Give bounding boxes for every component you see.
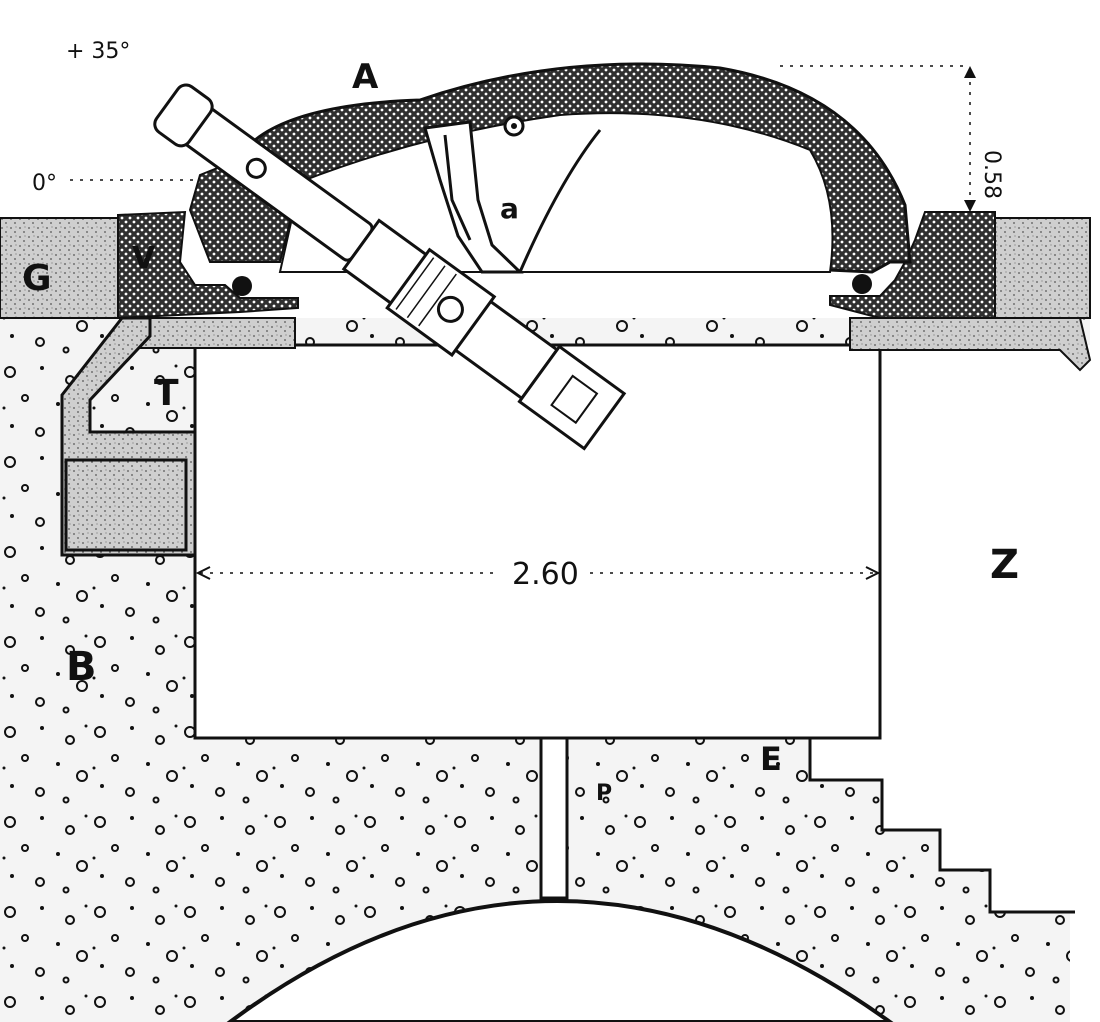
collar-left: [117, 210, 299, 320]
label-glacis: G: [22, 258, 52, 299]
label-body: B: [66, 644, 97, 690]
stepped-wall: [808, 738, 1075, 914]
label-arc: a: [500, 192, 519, 225]
interior-curve: [518, 129, 602, 273]
gun-chamber: [193, 343, 882, 740]
gun-ring: [245, 157, 267, 179]
roller-left: [232, 276, 252, 296]
vault-arch: [226, 899, 894, 1022]
elevation-max-label: + 35°: [66, 39, 130, 64]
label-mark: P: [596, 781, 612, 806]
width-arrow-right: [865, 566, 881, 580]
label-cupola: A: [352, 57, 379, 97]
gun-breech-handle: [550, 374, 599, 425]
drain-pipe: [539, 736, 569, 900]
cupola-interior: [278, 112, 834, 273]
support-block: [64, 458, 188, 552]
glacis-block-right: [994, 217, 1091, 319]
width-dimension-label: 2.60: [512, 557, 579, 592]
label-collar: V: [132, 241, 156, 276]
width-arrow-left: [195, 566, 211, 580]
elevation-zero-label: 0°: [32, 171, 57, 196]
elevation-arc-inner: [443, 134, 472, 241]
gun-muzzle: [153, 83, 214, 148]
roller-right: [852, 274, 872, 294]
bearing-plate-right: [849, 317, 1092, 372]
label-ring: T: [154, 373, 179, 414]
label-step: E: [760, 740, 782, 778]
glacis-block-left: [0, 217, 119, 319]
height-arrow-bottom: [964, 200, 976, 212]
gun-trunnion: [436, 295, 464, 323]
height-dimension-label: 0.58: [979, 150, 1004, 199]
gun: [153, 83, 627, 451]
arc-pivot-dot: [511, 123, 517, 129]
height-arrow-top: [964, 66, 976, 78]
label-pit: Z: [990, 542, 1019, 588]
